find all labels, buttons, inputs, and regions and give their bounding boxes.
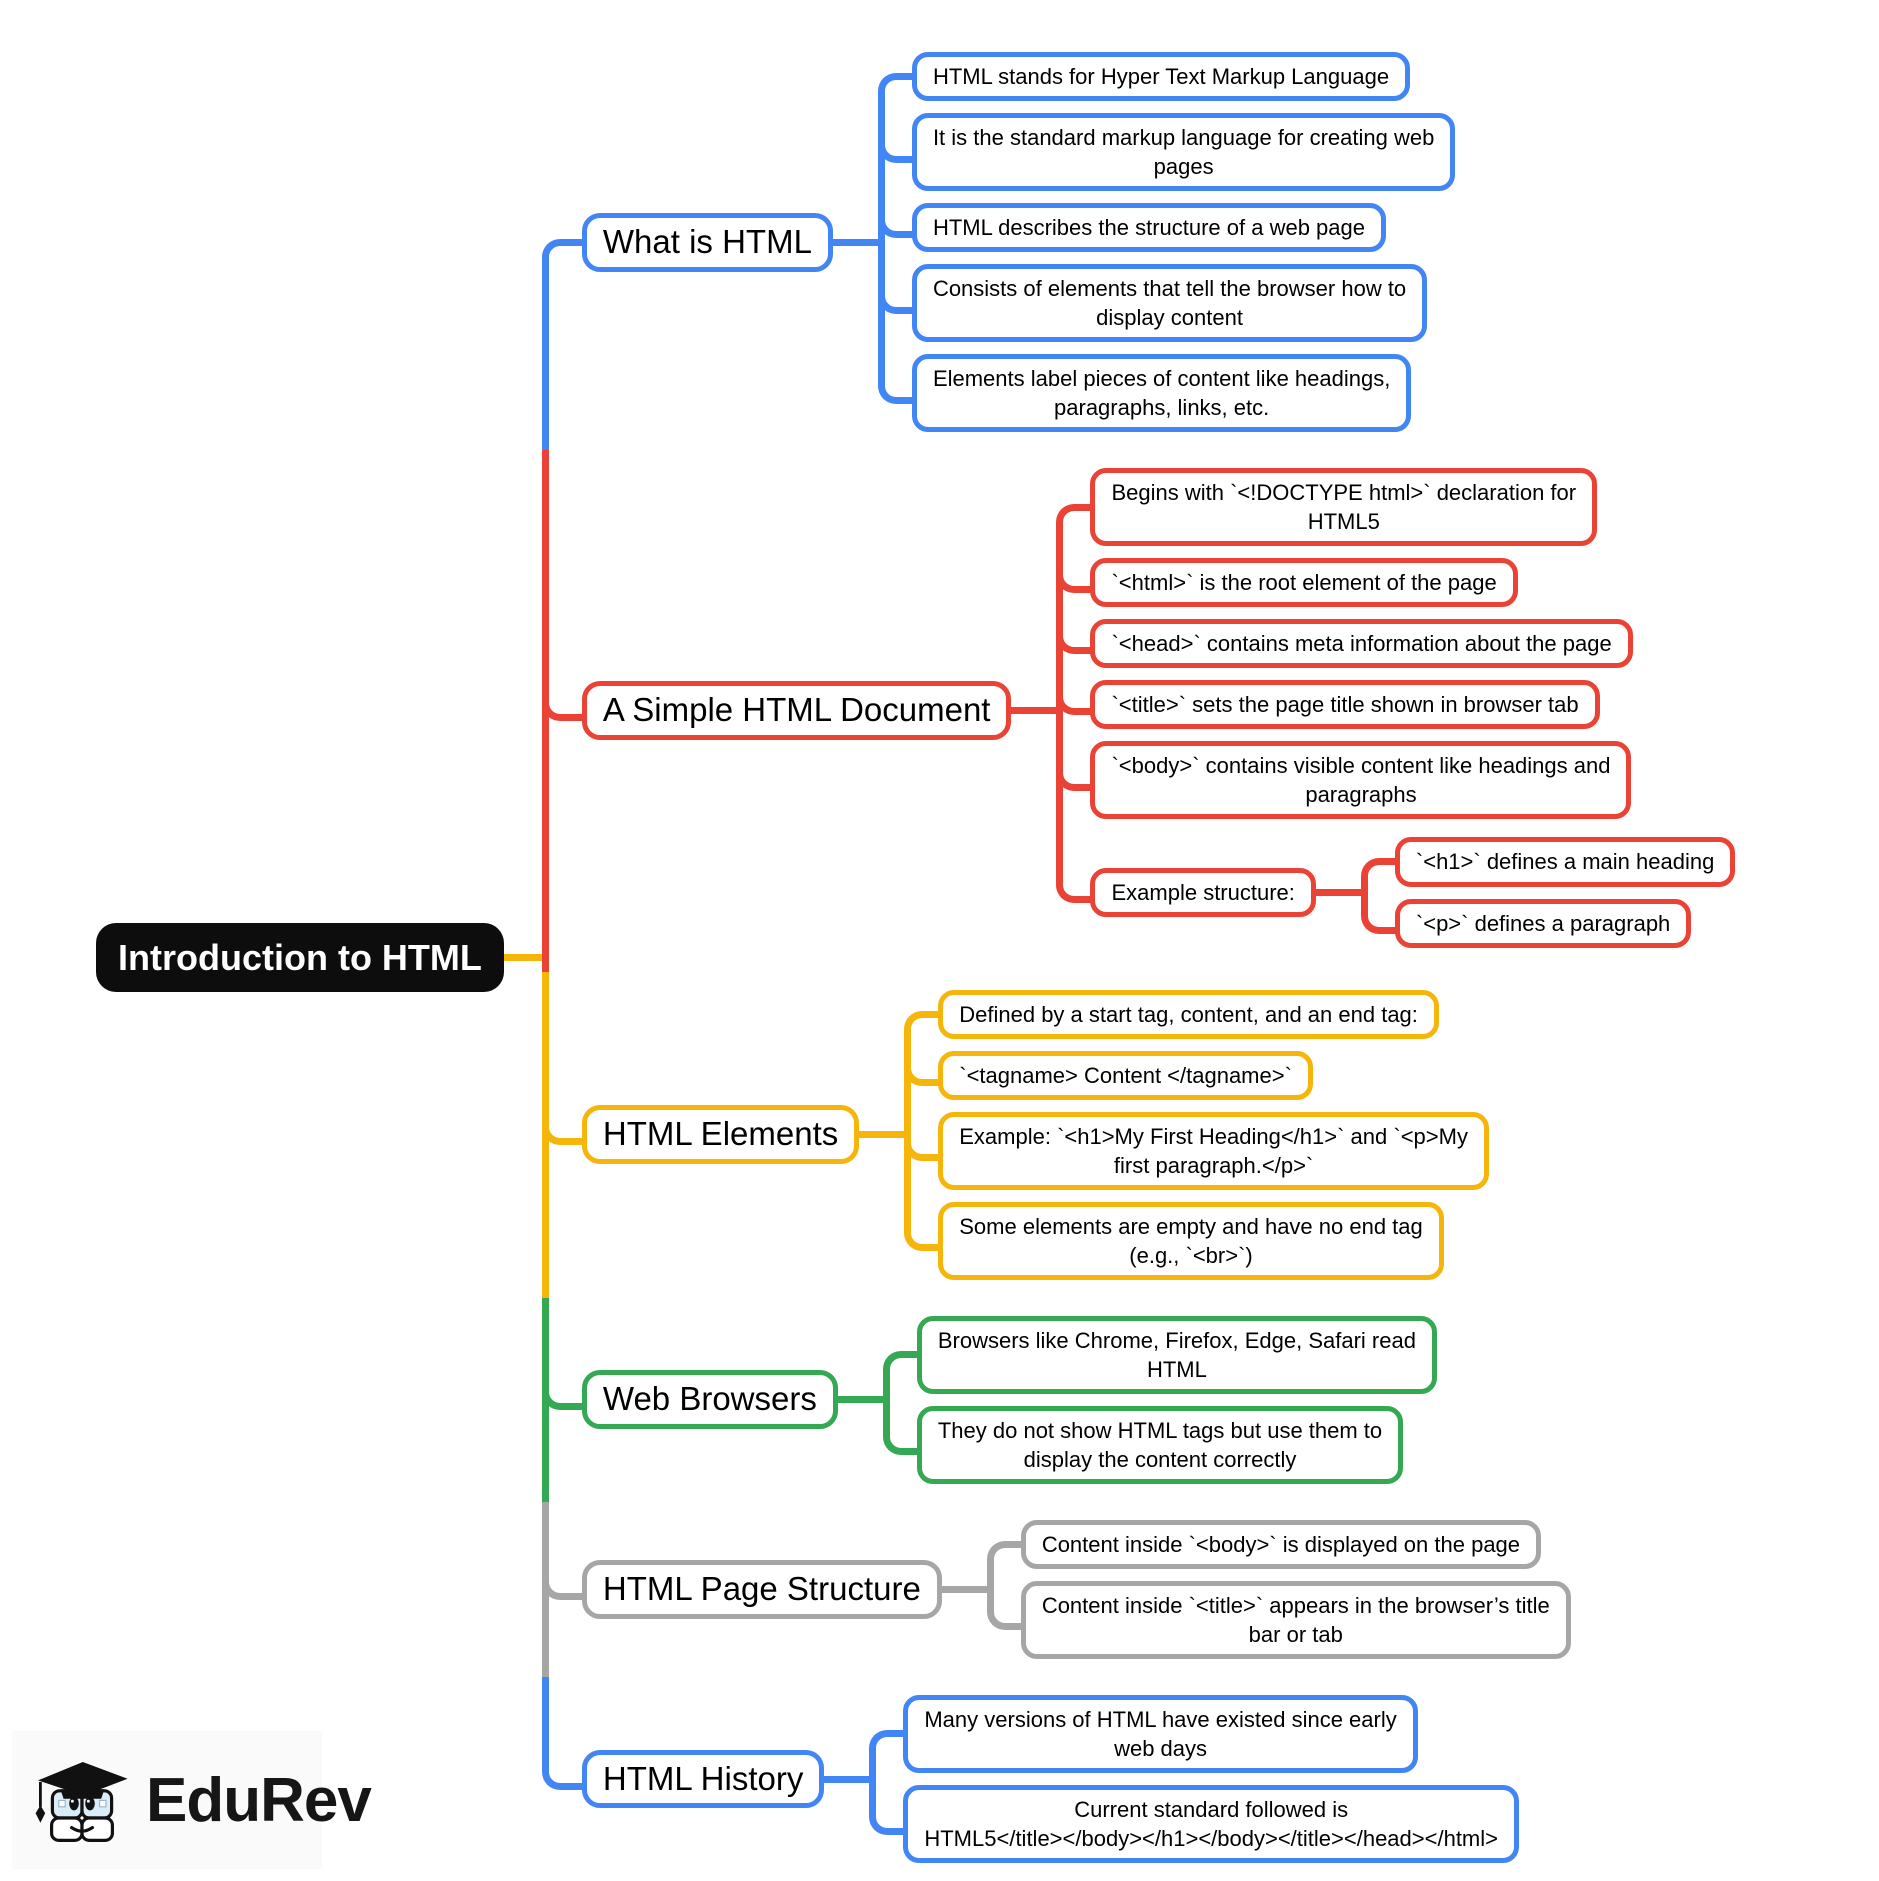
mindmap: Introduction to HTML What is HTML HTML s… bbox=[96, 34, 1736, 1881]
leaf-node: They do not show HTML tags but use them … bbox=[916, 1405, 1404, 1484]
leaf-node: Consists of elements that tell the brows… bbox=[911, 264, 1428, 343]
connector-stub bbox=[837, 1396, 883, 1404]
leaf-node: Example structure: bbox=[1090, 867, 1316, 918]
branch-title: What is HTML bbox=[581, 212, 833, 272]
leaf-group: Defined by a start tag, content, and an … bbox=[904, 984, 1489, 1286]
leaf-group: Many versions of HTML have existed since… bbox=[869, 1689, 1519, 1869]
leaf-item: `<tagname> Content </tagname>` bbox=[904, 1044, 1489, 1106]
leaf-item: Some elements are empty and have no end … bbox=[904, 1195, 1489, 1286]
leaf-item-example-structure: Example structure: `<h1>` defines a main… bbox=[1056, 825, 1736, 959]
branch-title: HTML Elements bbox=[581, 1105, 860, 1165]
leaf-item: Content inside `<body>` is displayed on … bbox=[986, 1514, 1571, 1575]
leaf-group: Browsers like Chrome, Firefox, Edge, Saf… bbox=[882, 1310, 1437, 1490]
branch-html-page-structure: HTML Page Structure Content inside `<bod… bbox=[541, 1501, 1735, 1678]
leaf-item: Defined by a start tag, content, and an … bbox=[904, 984, 1489, 1045]
leaf-node: HTML stands for Hyper Text Markup Langua… bbox=[911, 52, 1411, 102]
leaf-node: Example: `<h1>My First Heading</h1>` and… bbox=[938, 1111, 1489, 1190]
leaf-node: `<head>` contains meta information about… bbox=[1090, 619, 1633, 669]
leaf-node: `<h1>` defines a main heading bbox=[1394, 837, 1736, 887]
leaf-item: Example: `<h1>My First Heading</h1>` and… bbox=[904, 1105, 1489, 1196]
connector-stub bbox=[824, 1775, 870, 1783]
branch-title: HTML Page Structure bbox=[581, 1559, 942, 1619]
branch-html-elements: HTML Elements Defined by a start tag, co… bbox=[541, 971, 1735, 1298]
leaf-group: Content inside `<body>` is displayed on … bbox=[986, 1514, 1571, 1665]
edurev-logo-text: EduRev bbox=[146, 1765, 372, 1835]
leaf-group: Begins with `<!DOCTYPE html>` declaratio… bbox=[1056, 462, 1736, 959]
leaf-node: HTML describes the structure of a web pa… bbox=[911, 203, 1386, 253]
branch-what-is-html: What is HTML HTML stands for Hyper Text … bbox=[541, 34, 1735, 451]
branch-title: HTML History bbox=[581, 1749, 825, 1809]
leaf-node: Some elements are empty and have no end … bbox=[938, 1201, 1444, 1280]
root-node: Introduction to HTML bbox=[96, 923, 504, 993]
leaf-item: `<head>` contains meta information about… bbox=[1056, 613, 1735, 675]
connector-stub bbox=[832, 238, 878, 246]
leaf-node: `<body>` contains visible content like h… bbox=[1090, 741, 1632, 820]
leaf-node: `<tagname> Content </tagname>` bbox=[938, 1050, 1313, 1100]
branch-simple-html-document: A Simple HTML Document Begins with `<!DO… bbox=[541, 450, 1736, 972]
leaf-item: `<h1>` defines a main heading bbox=[1360, 831, 1736, 893]
leaf-item: Current standard followed is HTML5</titl… bbox=[869, 1779, 1519, 1869]
leaf-item: Elements label pieces of content like he… bbox=[877, 348, 1455, 438]
connector-stub bbox=[1315, 889, 1361, 896]
leaf-node: Current standard followed is HTML5</titl… bbox=[903, 1785, 1519, 1864]
leaf-item: `<body>` contains visible content like h… bbox=[1056, 735, 1735, 826]
branch-web-browsers: Web Browsers Browsers like Chrome, Firef… bbox=[541, 1297, 1735, 1502]
branch-title: A Simple HTML Document bbox=[581, 681, 1012, 741]
leaf-item: Browsers like Chrome, Firefox, Edge, Saf… bbox=[882, 1310, 1437, 1400]
connector-stub bbox=[1011, 707, 1057, 715]
leaf-node: Begins with `<!DOCTYPE html>` declaratio… bbox=[1090, 468, 1598, 547]
leaf-group: `<h1>` defines a main heading `<p>` defi… bbox=[1360, 831, 1736, 954]
branch-title: Web Browsers bbox=[581, 1370, 838, 1430]
leaf-node: Browsers like Chrome, Firefox, Edge, Saf… bbox=[916, 1315, 1437, 1394]
leaf-item: Begins with `<!DOCTYPE html>` declaratio… bbox=[1056, 462, 1735, 553]
leaf-node: Content inside `<body>` is displayed on … bbox=[1020, 1519, 1542, 1569]
leaf-item: `<html>` is the root element of the page bbox=[1056, 552, 1735, 614]
leaf-node: It is the standard markup language for c… bbox=[911, 113, 1456, 192]
leaf-node: Defined by a start tag, content, and an … bbox=[938, 989, 1439, 1039]
leaf-item: HTML stands for Hyper Text Markup Langua… bbox=[877, 46, 1455, 108]
connector-stub bbox=[941, 1585, 987, 1593]
leaf-item: It is the standard markup language for c… bbox=[877, 107, 1456, 198]
leaf-node: Many versions of HTML have existed since… bbox=[903, 1694, 1418, 1773]
leaf-node: `<html>` is the root element of the page bbox=[1090, 558, 1518, 608]
leaf-node: Content inside `<title>` appears in the … bbox=[1020, 1580, 1571, 1659]
branch-html-history: HTML History Many versions of HTML have … bbox=[541, 1676, 1735, 1881]
leaf-item: Many versions of HTML have existed since… bbox=[869, 1689, 1519, 1780]
edurev-mascot-icon bbox=[35, 1762, 128, 1842]
branches-group: What is HTML HTML stands for Hyper Text … bbox=[541, 34, 1736, 1881]
leaf-group: HTML stands for Hyper Text Markup Langua… bbox=[877, 46, 1456, 438]
leaf-node: `<p>` defines a paragraph bbox=[1394, 898, 1692, 948]
leaf-node: `<title>` sets the page title shown in b… bbox=[1090, 680, 1600, 730]
leaf-node: Elements label pieces of content like he… bbox=[911, 354, 1412, 433]
root-connector-stub bbox=[503, 954, 542, 962]
edurev-logo: EduRev bbox=[12, 1731, 372, 1869]
leaf-item: HTML describes the structure of a web pa… bbox=[877, 197, 1455, 259]
connector-stub bbox=[859, 1131, 905, 1139]
leaf-item: `<p>` defines a paragraph bbox=[1360, 892, 1735, 954]
leaf-item: Content inside `<title>` appears in the … bbox=[986, 1574, 1571, 1665]
leaf-item: `<title>` sets the page title shown in b… bbox=[1056, 674, 1735, 736]
leaf-item: They do not show HTML tags but use them … bbox=[882, 1399, 1437, 1490]
leaf-item: Consists of elements that tell the brows… bbox=[877, 258, 1455, 349]
